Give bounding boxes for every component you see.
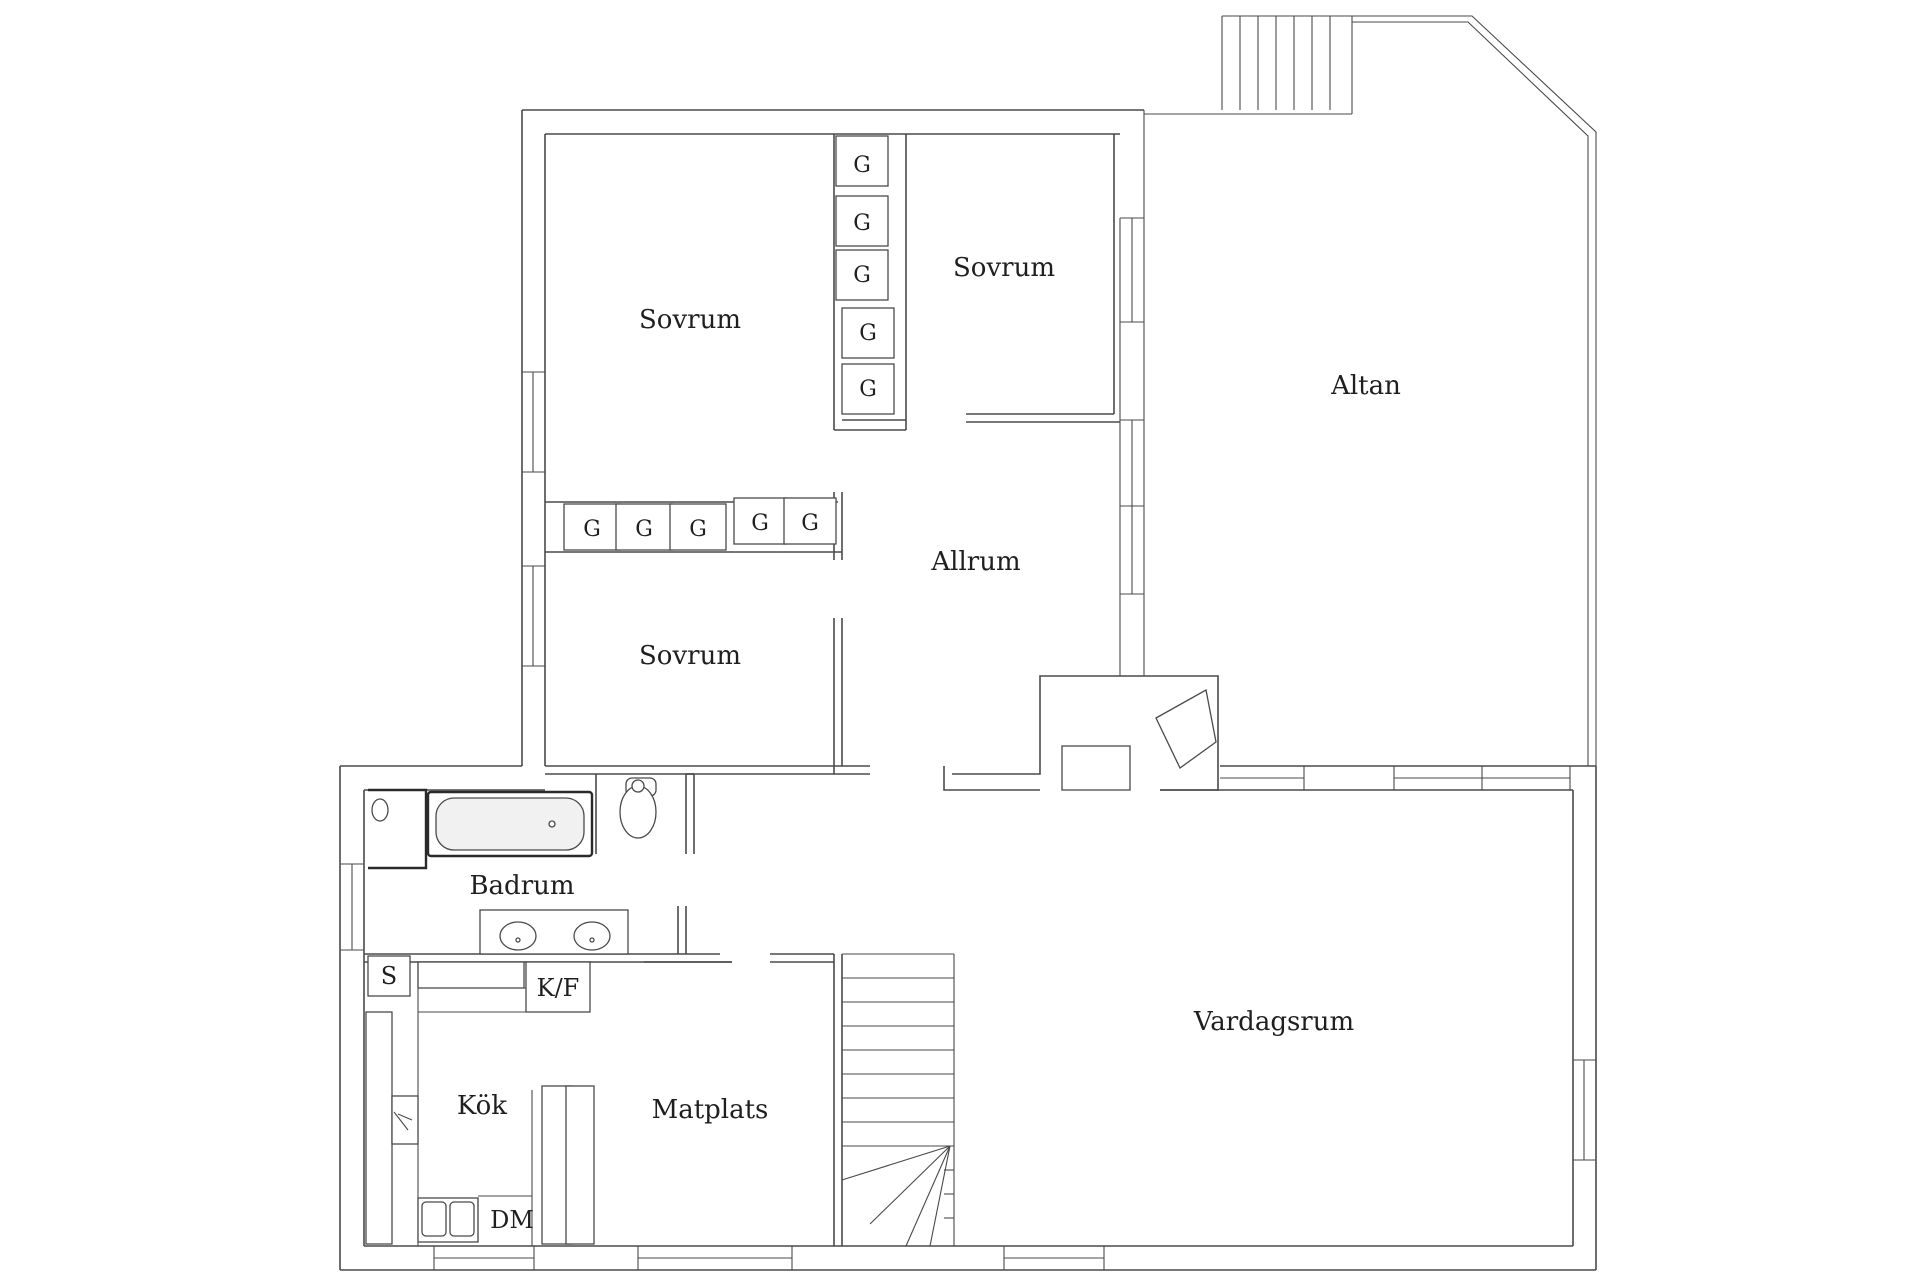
closet-label: G [853, 153, 871, 178]
closet-label: G [801, 511, 819, 536]
counter-top [417, 961, 525, 989]
closet-label: G [751, 511, 769, 536]
room-label-allrum: Allrum [930, 547, 1020, 577]
windows [340, 217, 1596, 1270]
bathroom-fixtures [367, 777, 657, 997]
room-label-vardagsrum: Vardagsrum [1193, 1007, 1354, 1037]
sink [499, 921, 537, 951]
kitchen-fixtures [365, 961, 595, 1246]
toilet-bowl [619, 785, 657, 839]
stove [391, 1095, 419, 1145]
counter-left [365, 1011, 393, 1245]
closet-label: G [635, 517, 653, 542]
bathtub [435, 797, 585, 851]
room-label-sovrum: Sovrum [953, 253, 1055, 283]
storage-box [367, 955, 411, 997]
closet-label: G [853, 211, 871, 236]
fixture-label-s: S [381, 962, 397, 990]
closet-label: G [859, 377, 877, 402]
closet-label: G [583, 517, 601, 542]
staircase [841, 953, 955, 1247]
sink [573, 921, 611, 951]
closets [563, 135, 895, 551]
room-label-matplats: Matplats [652, 1095, 769, 1125]
closet-label: G [853, 263, 871, 288]
terrace-outline [1143, 15, 1597, 766]
exterior-walls [339, 109, 1597, 1271]
room-label-kok: Kök [457, 1091, 507, 1121]
room-label-sovrum: Sovrum [639, 305, 741, 335]
fixture-label-dm: DM [490, 1206, 534, 1234]
room-label-sovrum: Sovrum [639, 641, 741, 671]
room-label-badrum: Badrum [469, 871, 574, 901]
closet-labels: G G G G G G G G G G [583, 153, 877, 542]
shower-drain [371, 798, 389, 822]
closet-label: G [859, 321, 877, 346]
room-labels: Sovrum Sovrum Sovrum Allrum Altan Badrum… [381, 253, 1401, 1234]
room-label-altan: Altan [1330, 371, 1401, 401]
fixture-label-kf: K/F [537, 974, 580, 1002]
interior-walls [364, 134, 1220, 1246]
closet-label: G [689, 517, 707, 542]
